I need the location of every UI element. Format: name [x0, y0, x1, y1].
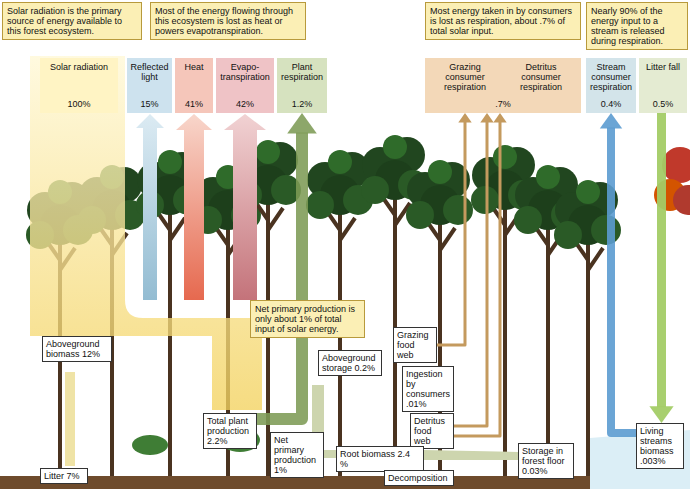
reflected-light-arrow [136, 114, 164, 300]
energy-header: Reflected light 15% [127, 58, 172, 113]
energy-header: Solar radiation 100% [40, 58, 118, 113]
energy-box: Litter 7% [40, 468, 88, 484]
energy-box: Living streams biomass .003% [636, 423, 684, 469]
arrow-head [287, 113, 317, 133]
arrow-shaft [454, 122, 500, 437]
node-text: Solar radiation [42, 62, 116, 72]
arrow-head [458, 113, 471, 123]
arrow-shaft [257, 132, 302, 419]
energy-header: Evapo-transpiration 42% [216, 58, 274, 113]
decomposition-flow-band [424, 450, 518, 460]
arrow-head [480, 113, 493, 123]
node-text: Detritus consumer respiration [506, 62, 576, 92]
shrub [132, 435, 168, 455]
percent-value: 1.2% [279, 99, 325, 109]
flow-arrow [454, 113, 494, 426]
arrow-shaft [657, 113, 666, 407]
node-text: Root biomass 2.4 % [340, 449, 420, 469]
energy-header: Grazing consumer respirationDetritus con… [425, 58, 581, 113]
arrow-shaft [611, 128, 636, 433]
energy-box: Grazing food web [393, 327, 437, 363]
node-text: Ingestion by consumers .01% [406, 369, 450, 409]
energy-box: Aboveground biomass 12% [42, 336, 112, 362]
node-text: Nearly 90% of the energy input to a stre… [591, 6, 683, 46]
energy-header: Stream consumer respiration 0.4% [586, 58, 636, 113]
energy-box: Root biomass 2.4 % [336, 446, 424, 472]
callout-note: Nearly 90% of the energy input to a stre… [586, 2, 688, 50]
node-text: Plant respiration [279, 62, 325, 82]
energy-header: Heat 41% [175, 58, 213, 113]
energy-box: Total plant production 2.2% [203, 413, 257, 449]
energy-box: Detritus food web [410, 413, 454, 449]
arrow-head [649, 406, 673, 423]
energy-header: Litter fall 0.5% [639, 58, 687, 113]
energy-box: Aboveground storage 0.2% [318, 350, 382, 376]
node-text: Aboveground storage 0.2% [322, 353, 378, 373]
autumn-tree [673, 185, 690, 215]
arrow-shaft [454, 122, 487, 427]
node-text: Grazing consumer respiration [430, 62, 500, 92]
node-text: Grazing food web [397, 330, 433, 360]
energy-box: Storage in forest floor 0.03% [518, 443, 574, 479]
node-text: Litter 7% [44, 471, 84, 481]
evapotranspiration-arrow [224, 114, 266, 300]
energy-box: Net primary production 1% [270, 432, 324, 478]
node-text: Total plant production 2.2% [207, 416, 253, 446]
autumn-tree [662, 147, 690, 183]
node-text: Net primary production 1% [274, 435, 320, 475]
node-text: Litter fall [641, 62, 685, 72]
percent-value: 15% [129, 99, 170, 109]
arrow-shaft [437, 122, 465, 346]
energy-header: Plant respiration 1.2% [277, 58, 327, 113]
percent-value: 0.4% [588, 99, 634, 109]
node-text: Net primary production is only about 1% … [255, 304, 360, 334]
percent-value: .7% [427, 99, 579, 109]
flow-arrow [600, 113, 636, 433]
percent-value: 42% [218, 99, 272, 109]
node-text: Aboveground biomass 12% [46, 339, 108, 359]
energy-box: Decomposition [384, 470, 454, 486]
flow-arrow [437, 113, 472, 345]
node-text: Most of the energy flowing through this … [155, 6, 301, 36]
energy-box: Ingestion by consumers .01% [402, 366, 454, 412]
root-flow-band [324, 450, 336, 458]
node-text: Heat [177, 62, 211, 72]
storage-flow-band [312, 385, 324, 432]
callout-note: Solar radiation is the primary source of… [2, 2, 142, 40]
flow-arrow [649, 113, 673, 423]
flow-arrow [454, 113, 507, 436]
callout-note: Most energy taken in by consumers is los… [425, 2, 581, 40]
callout-note: Most of the energy flowing through this … [150, 2, 306, 40]
heat-arrow [176, 114, 212, 300]
flow-arrow [257, 113, 317, 419]
arrow-head [600, 113, 622, 129]
node-text: Storage in forest floor 0.03% [522, 446, 570, 476]
node-text: Solar radiation is the primary source of… [7, 6, 137, 36]
tree [406, 160, 473, 489]
node-text: Reflected light [129, 62, 170, 82]
node-text: Evapo-transpiration [218, 62, 272, 82]
arrow-head [493, 113, 506, 123]
node-text: Stream consumer respiration [588, 62, 634, 92]
node-text: Detritus food web [414, 416, 450, 446]
node-text: Decomposition [388, 473, 450, 483]
node-text: Most energy taken in by consumers is los… [430, 6, 576, 36]
node-text: Living streams biomass .003% [640, 426, 680, 466]
litter-flow-band [65, 372, 75, 466]
percent-value: 41% [177, 99, 211, 109]
percent-value: 0.5% [641, 99, 685, 109]
callout-note: Net primary production is only about 1% … [250, 300, 365, 338]
percent-value: 100% [42, 99, 116, 109]
